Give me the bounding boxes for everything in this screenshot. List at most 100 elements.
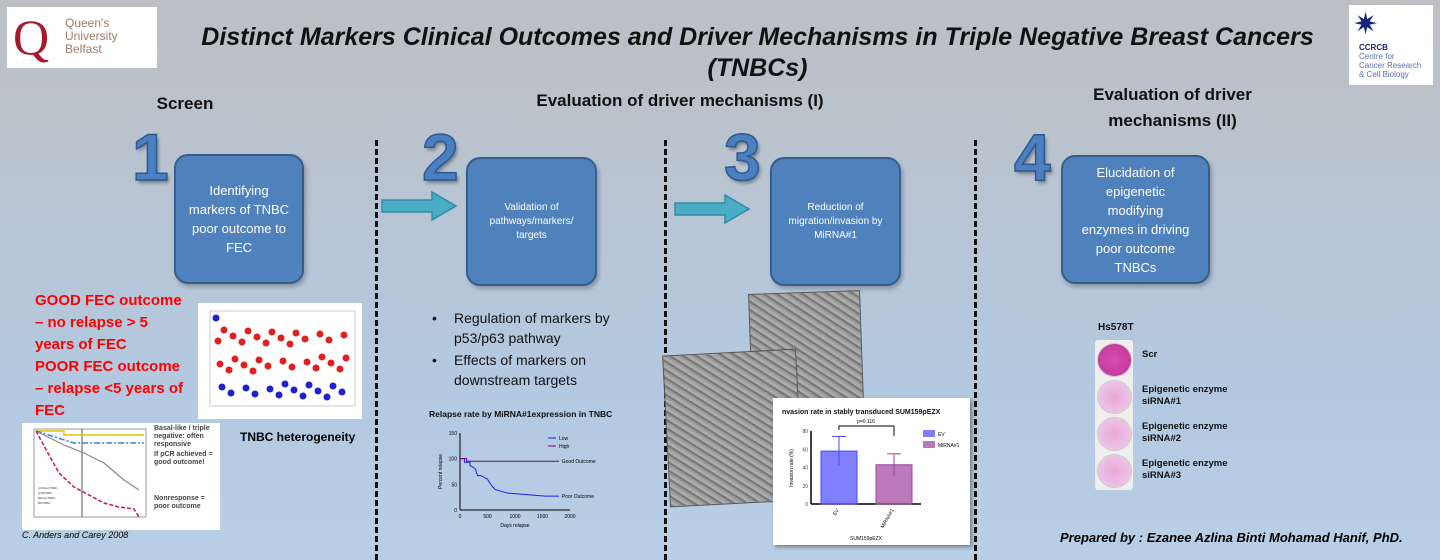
section-driver-1: Evaluation of driver mechanisms (I) (536, 91, 824, 110)
scatter-point (336, 365, 344, 373)
step-number-4: 4 (1013, 120, 1051, 194)
step-number-1: 1 (131, 120, 169, 194)
bullet-list: Regulation of markers by p53/p63 pathway… (432, 308, 622, 390)
scatter-point (220, 326, 228, 334)
scatter-point (214, 337, 222, 345)
scatter-point (268, 328, 276, 336)
well-label: Epigenetic enzyme siRNA#3 (1142, 458, 1228, 481)
colony-well (1097, 417, 1132, 451)
scatter-point (312, 364, 320, 372)
plot-frame (209, 310, 356, 407)
legend-label: High (559, 444, 570, 450)
divider (974, 140, 977, 560)
scatter-point (231, 355, 239, 363)
y-tick-label: 0 (454, 508, 457, 514)
scatter-point (242, 384, 250, 392)
relapse-chart-title: Relapse rate by MiRNA#1expression in TNB… (429, 409, 613, 419)
well-label: Epigenetic enzyme siRNA#1 (1142, 384, 1228, 407)
scatter-point (277, 334, 285, 342)
y-tick-label: 80 (802, 429, 808, 435)
scatter-point (255, 356, 263, 364)
y-tick-label: 0 (805, 502, 808, 508)
arrow-right-icon (674, 193, 751, 225)
scatter-point (325, 336, 333, 344)
y-axis-label: Percent relapse (438, 454, 444, 489)
svg-text:pCRnonTNBC: pCRnonTNBC (38, 486, 58, 490)
citation: C. Anders and Carey 2008 (22, 530, 129, 540)
scatter-point (249, 367, 257, 375)
scatter-point (262, 339, 270, 347)
colony-well (1097, 454, 1132, 488)
divider (375, 140, 378, 560)
scatter-point (218, 383, 226, 391)
scatter-point (327, 359, 335, 367)
scatter-point (316, 330, 324, 338)
legend-label: EV (938, 432, 945, 438)
scatter-point (240, 361, 248, 369)
scatter-point (323, 393, 331, 401)
scatter-point (264, 362, 272, 370)
scatter-point (275, 391, 283, 399)
star-icon: ✷ (1353, 8, 1379, 41)
step-box-4: Elucidation of epigenetic modifying enzy… (1061, 155, 1210, 284)
divider (664, 140, 667, 560)
scatter-point (212, 314, 220, 322)
svg-text:RDnonTNBC: RDnonTNBC (38, 496, 56, 500)
legend-label: Low (559, 436, 569, 442)
scatter-point (229, 332, 237, 340)
scatter-point (292, 329, 300, 337)
legend-label: MiRNA#1 (938, 443, 960, 449)
colony-well (1097, 380, 1132, 414)
section-driver-2: Evaluation of driver mechanisms (II) (1093, 85, 1252, 130)
heterogeneity-caption: TNBC heterogeneity (240, 430, 356, 444)
step-box-3: Reduction of migration/invasion by MiRNA… (770, 157, 901, 286)
step-box-1: Identifying markers of TNBC poor outcome… (174, 154, 304, 284)
outcome-definitions: GOOD FEC outcome – no relapse > 5 years … (35, 290, 185, 422)
scatter-point (238, 338, 246, 346)
x-tick-label: EV (832, 507, 841, 516)
x-axis-label: SUM159pEZX (850, 536, 883, 542)
bullet-item: Effects of markers on downstream targets (432, 350, 622, 390)
step-number-3: 3 (723, 120, 761, 194)
section-screen: Screen (156, 94, 214, 113)
legend-swatch (923, 430, 935, 437)
km-note: Basal-like / triple negative: often resp… (154, 425, 210, 448)
scatter-point (288, 363, 296, 371)
x-tick-label: MiRNA#1 (880, 508, 896, 530)
svg-text:pCRTNBC: pCRTNBC (38, 491, 53, 495)
well-label: Scr (1142, 349, 1158, 360)
x-tick-label: 2000 (564, 514, 575, 520)
bullet-item: Regulation of markers by p53/p63 pathway (432, 308, 622, 348)
x-tick-label: 0 (459, 514, 462, 520)
scatter-point (225, 366, 233, 374)
y-tick-label: 50 (451, 482, 457, 488)
scatter-point (244, 327, 252, 335)
scatter-point (318, 353, 326, 361)
scatter-point (305, 381, 313, 389)
scatter-point (314, 387, 322, 395)
legend-swatch (923, 441, 935, 448)
series-line-high (460, 458, 559, 462)
step-number-2: 2 (421, 120, 459, 194)
scatter-point (340, 331, 348, 339)
y-tick-label: 150 (449, 431, 458, 437)
scatter-3d-figure (198, 303, 362, 419)
ccrcb-abbr: CCRCB (1359, 43, 1388, 52)
good-outcome: GOOD FEC outcome – no relapse > 5 years … (35, 292, 182, 353)
cell-line-label: Hs578T (1098, 322, 1134, 333)
p-value: p=0.116 (857, 419, 875, 425)
poor-outcome: POOR FEC outcome – relapse <5 years of F… (35, 358, 184, 419)
colony-well (1097, 343, 1132, 377)
annotation: Good Outcome (562, 459, 596, 465)
x-tick-label: 1500 (537, 514, 548, 520)
scatter-point (227, 389, 235, 397)
scatter-point (301, 335, 309, 343)
scatter-point (251, 390, 259, 398)
scatter-point (281, 380, 289, 388)
invasion-chart-panel: nvasion rate in stably transduced SUM159… (773, 398, 970, 545)
scatter-point (290, 386, 298, 394)
scatter-point (342, 354, 350, 362)
x-axis-label: Days relapse (500, 523, 529, 529)
scatter-point (253, 333, 261, 341)
